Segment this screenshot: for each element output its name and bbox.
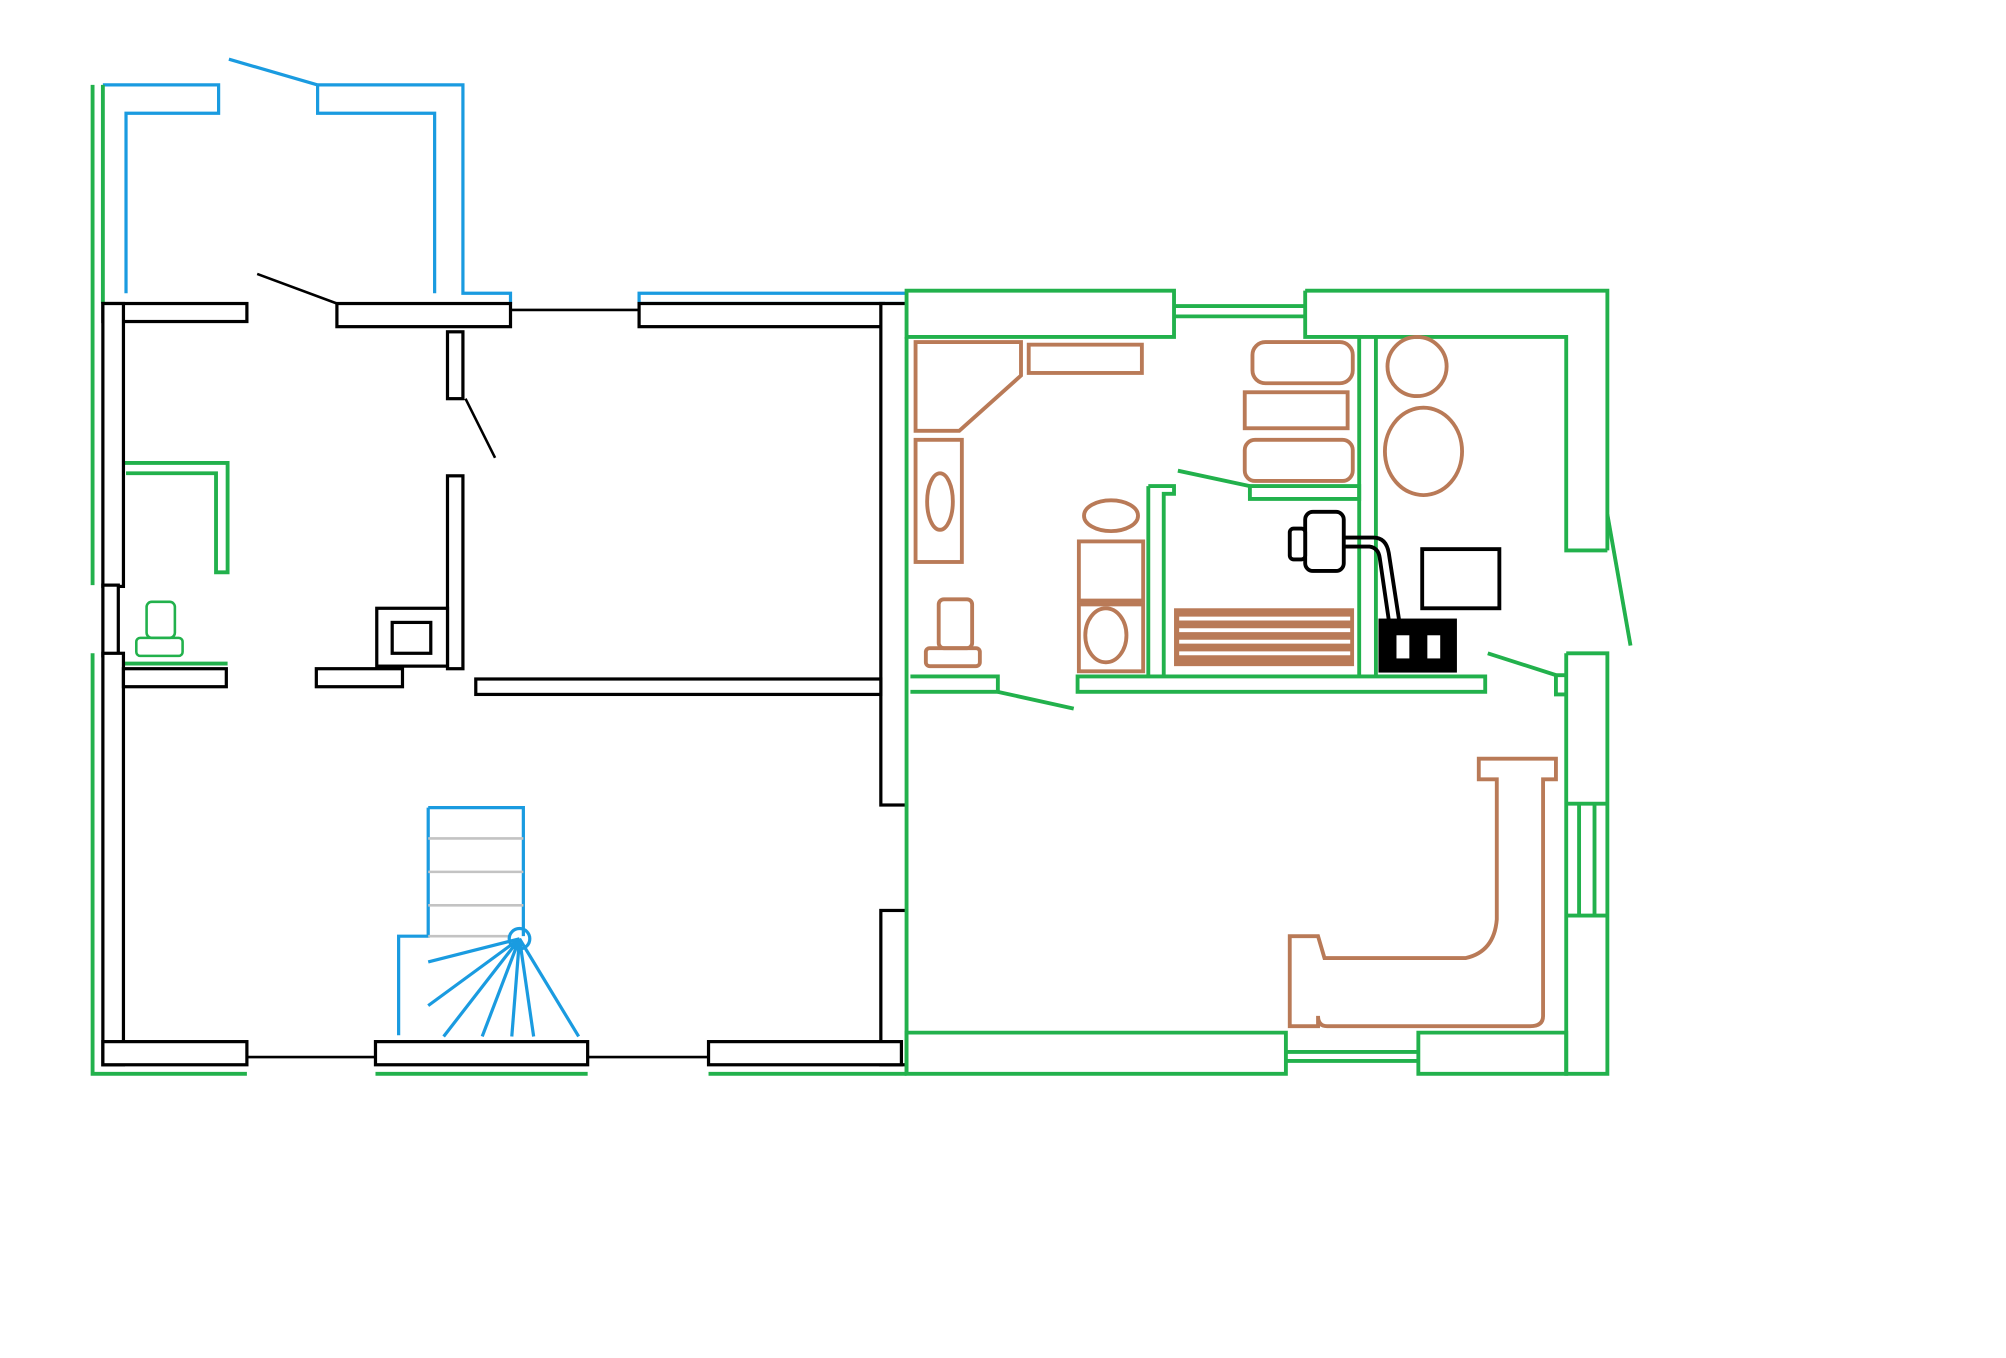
sink-unit — [913, 437, 964, 564]
toilet — [135, 600, 184, 658]
staircase — [397, 805, 581, 1038]
existing-walls — [101, 272, 909, 1067]
door-swing — [1487, 651, 1557, 677]
door-swing — [464, 398, 497, 459]
toilet — [936, 597, 975, 651]
door-swing — [997, 689, 1075, 711]
porch-door — [228, 57, 319, 87]
front-door-step — [373, 1040, 590, 1067]
door-swing — [1605, 514, 1633, 646]
extension-walls — [904, 288, 1633, 1076]
washbasin — [1082, 498, 1140, 534]
sofa — [1287, 756, 1558, 1029]
boiler-equipment — [1287, 509, 1502, 673]
door-swing — [256, 272, 338, 305]
kitchen-units — [913, 335, 1464, 674]
porch — [102, 57, 909, 306]
radiator — [1174, 608, 1355, 667]
left-extension-outline — [90, 84, 907, 1076]
door-swing — [1177, 468, 1251, 489]
